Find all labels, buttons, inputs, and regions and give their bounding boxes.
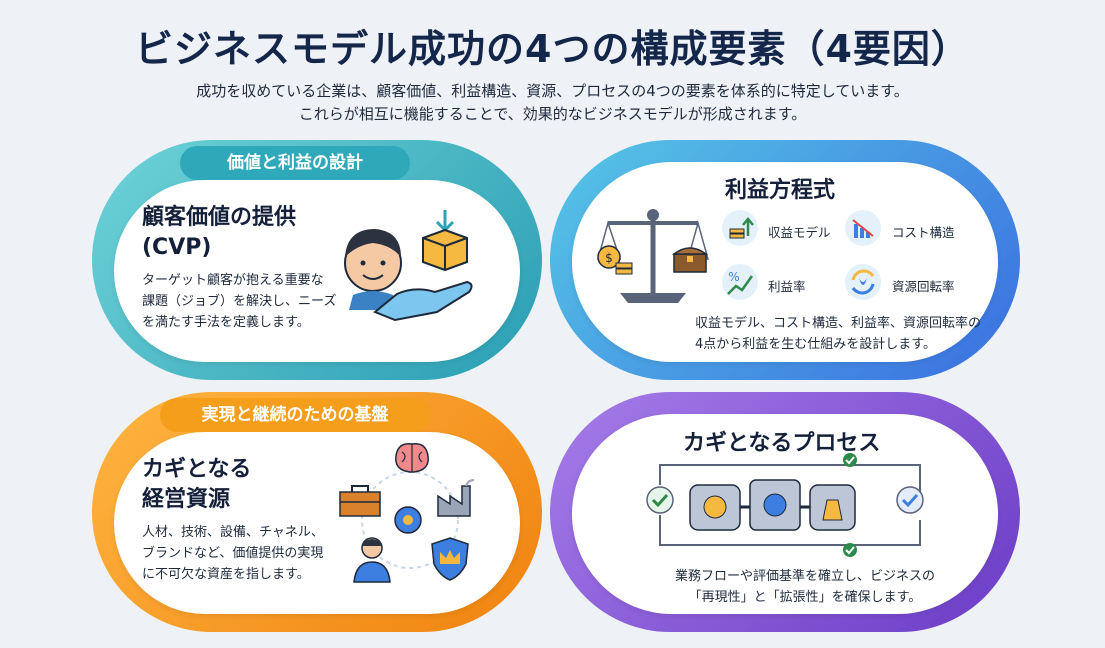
- page-subtitle: 成功を収めている企業は、顧客価値、利益構造、資源、プロセスの4つの要素を体系的に…: [0, 80, 1105, 126]
- gear-icon: [394, 506, 422, 534]
- check-icon: [843, 543, 857, 557]
- toolbox-icon: [339, 485, 381, 517]
- check-icon: [896, 486, 924, 514]
- cost-chart-icon: [845, 210, 881, 246]
- svg-text:%: %: [728, 270, 739, 284]
- gift-box-icon: [422, 210, 468, 272]
- profit-card-body: [572, 162, 998, 362]
- profit-description: 収益モデル、コスト構造、利益率、資源回転率の 4点から利益を生む仕組みを設計しま…: [695, 316, 982, 352]
- factory-icon: [437, 479, 475, 517]
- profit-card: [550, 140, 1020, 380]
- subtitle-line-2: これらが相互に機能することで、効果的なビジネスモデルが形成されます。: [298, 105, 807, 123]
- brain-icon: [395, 443, 429, 473]
- subtitle-line-1: 成功を収めている企業は、顧客価値、利益構造、資源、プロセスの4つの要素を体系的に…: [196, 82, 909, 100]
- check-icon: [843, 453, 857, 467]
- resources-heading: カギとなる 経営資源: [142, 457, 252, 512]
- process-flow-diagram: [659, 464, 921, 546]
- process-heading: カギとなるプロセス: [683, 431, 881, 456]
- person-icon: [344, 229, 402, 310]
- cycle-icon: [845, 264, 881, 300]
- item-label-cost: コスト構造: [892, 225, 955, 240]
- cvp-card-body: [114, 180, 520, 362]
- percent-icon: %: [722, 264, 758, 300]
- employee-icon: [353, 537, 391, 583]
- item-label-revenue: 収益モデル: [768, 225, 831, 240]
- page-title: ビジネスモデル成功の4つの構成要素（4要因）: [135, 27, 970, 71]
- top-band-label: 価値と利益の設計: [180, 146, 410, 180]
- resources-card-body: [114, 432, 520, 614]
- crown-shield-icon: [431, 537, 469, 581]
- treasure-chest-icon: [671, 247, 709, 273]
- resources-description: 人材、技術、設備、チャネル、 ブランドなど、価値提供の実現 に不可欠な資産を指し…: [142, 525, 324, 582]
- hand-icon: [373, 280, 473, 322]
- process-description: 業務フローや評価基準を確立し、ビジネスの 「再現性」と「拡張性」を確保します。: [674, 569, 935, 605]
- item-label-margin: 利益率: [768, 279, 806, 294]
- resources-card: [92, 392, 542, 632]
- cvp-heading: 顧客価値の提供 (CVP): [142, 205, 297, 260]
- check-icon: [646, 486, 674, 514]
- revenue-icon: [722, 210, 758, 246]
- machine-icon: [689, 479, 856, 531]
- svg-text:$: $: [605, 251, 613, 265]
- bottom-band-label: 実現と継続のための基盤: [160, 398, 430, 432]
- cvp-description: ターゲット顧客が抱える重要な 課題（ジョブ）を解決し、ニーズ を満たす手法を定義…: [142, 273, 337, 330]
- profit-heading: 利益方程式: [725, 178, 836, 203]
- item-label-turnover: 資源回転率: [892, 279, 955, 294]
- coins-icon: $: [597, 245, 633, 275]
